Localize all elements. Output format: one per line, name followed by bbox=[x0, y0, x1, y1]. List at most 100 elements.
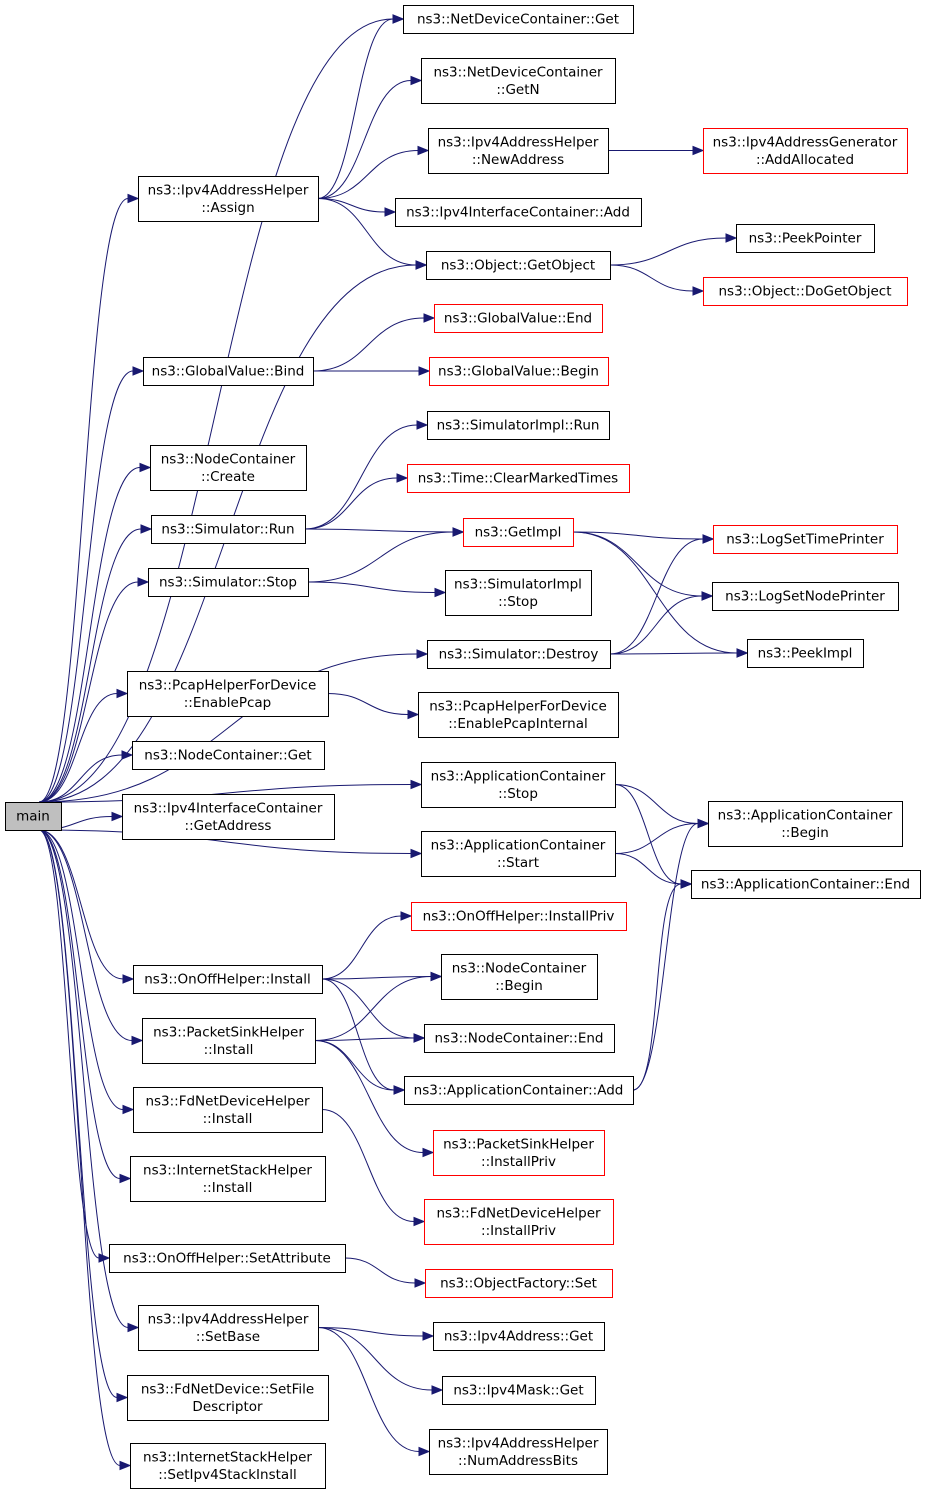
node-box bbox=[708, 801, 903, 847]
node-onoff-setattr[interactable]: ns3::OnOffHelper::SetAttribute bbox=[109, 1244, 346, 1273]
node-label: main bbox=[16, 809, 50, 825]
node-fdnd-install[interactable]: ns3::FdNetDeviceHelper::Install bbox=[133, 1087, 323, 1133]
node-gv-end[interactable]: ns3::GlobalValue::End bbox=[434, 304, 603, 333]
edge-line bbox=[321, 978, 415, 1039]
edge-arrowhead bbox=[701, 591, 714, 601]
node-gv-bind[interactable]: ns3::GlobalValue::Bind bbox=[143, 357, 314, 386]
node-label: ns3::ApplicationContainer::Add bbox=[414, 1083, 624, 1099]
node-gv-begin[interactable]: ns3::GlobalValue::Begin bbox=[429, 357, 609, 386]
node-nc-get[interactable]: ns3::NodeContainer::Get bbox=[132, 741, 325, 770]
node-label: ns3::NodeContainer::End bbox=[435, 1031, 604, 1047]
node-box bbox=[425, 1269, 613, 1298]
node-ndc-getn[interactable]: ns3::NetDeviceContainer::GetN bbox=[421, 58, 616, 104]
node-peekpointer[interactable]: ns3::PeekPointer bbox=[736, 224, 875, 253]
node-ipv4ic-getaddr[interactable]: ns3::Ipv4InterfaceContainer::GetAddress bbox=[122, 794, 335, 840]
node-box bbox=[122, 794, 335, 840]
node-ipv4h-newaddr[interactable]: ns3::Ipv4AddressHelper::NewAddress bbox=[428, 128, 609, 174]
node-logsetnode[interactable]: ns3::LogSetNodePrinter bbox=[712, 582, 899, 611]
edge-arrowhead bbox=[127, 193, 140, 204]
edge-fdnd-install-to-fdnd-installpriv bbox=[321, 1109, 426, 1227]
edge-line bbox=[304, 528, 454, 533]
node-sim-destroy[interactable]: ns3::Simulator::Destroy bbox=[427, 640, 611, 669]
node-logsettime[interactable]: ns3::LogSetTimePrinter bbox=[713, 525, 898, 554]
node-main[interactable]: main bbox=[5, 802, 62, 831]
node-ipv4h-assign[interactable]: ns3::Ipv4AddressHelper::Assign bbox=[138, 176, 319, 222]
edge-line bbox=[321, 976, 432, 980]
node-box bbox=[133, 1087, 323, 1133]
node-box bbox=[411, 902, 627, 931]
edge-onoff-install-to-ac-add bbox=[321, 978, 406, 1095]
edge-onoff-setattr-to-objfactory-set bbox=[344, 1257, 427, 1288]
node-sim-run[interactable]: ns3::Simulator::Run bbox=[151, 515, 306, 544]
node-time-clear[interactable]: ns3::Time::ClearMarkedTimes bbox=[407, 464, 630, 493]
edge-onoff-install-to-onoff-installpriv bbox=[321, 911, 413, 980]
node-box bbox=[127, 671, 329, 717]
node-onoff-install[interactable]: ns3::OnOffHelper::Install bbox=[133, 965, 323, 994]
node-pcap-internal[interactable]: ns3::PcapHelperForDevice::EnablePcapInte… bbox=[418, 692, 619, 738]
node-ac-end[interactable]: ns3::ApplicationContainer::End bbox=[691, 870, 921, 899]
node-label: ns3::Object::GetObject bbox=[441, 258, 595, 274]
edge-gv-bind-to-gv-begin bbox=[312, 366, 431, 376]
edge-arrowhead bbox=[127, 1322, 140, 1333]
node-ndc-get[interactable]: ns3::NetDeviceContainer::Get bbox=[403, 5, 634, 34]
node-ipv4ic-add[interactable]: ns3::Ipv4InterfaceContainer::Add bbox=[395, 198, 642, 227]
node-box bbox=[403, 5, 634, 34]
node-box bbox=[421, 58, 616, 104]
edge-arrowhead bbox=[430, 971, 443, 982]
edge-onoff-install-to-nc-end bbox=[321, 978, 426, 1043]
edge-arrowhead bbox=[119, 1460, 132, 1471]
node-ipv4h-setbase[interactable]: ns3::Ipv4AddressHelper::SetBase bbox=[138, 1305, 319, 1351]
node-box bbox=[150, 445, 307, 491]
node-ac-begin[interactable]: ns3::ApplicationContainer::Begin bbox=[708, 801, 903, 847]
node-label: ns3::ApplicationContainer bbox=[431, 837, 606, 853]
node-label: ns3::PcapHelperForDevice bbox=[429, 698, 607, 714]
node-psh-installpriv[interactable]: ns3::PacketSinkHelper::InstallPriv bbox=[433, 1130, 605, 1176]
node-objfactory-set[interactable]: ns3::ObjectFactory::Set bbox=[425, 1269, 613, 1298]
node-nc-create[interactable]: ns3::NodeContainer::Create bbox=[150, 445, 307, 491]
node-ipv4mask-get[interactable]: ns3::Ipv4Mask::Get bbox=[442, 1376, 596, 1405]
node-nc-end[interactable]: ns3::NodeContainer::End bbox=[424, 1024, 615, 1053]
node-label: ns3::Ipv4InterfaceContainer::Add bbox=[406, 205, 630, 221]
node-simimpl-stop[interactable]: ns3::SimulatorImpl::Stop bbox=[445, 570, 592, 616]
node-onoff-installpriv[interactable]: ns3::OnOffHelper::InstallPriv bbox=[411, 902, 627, 931]
node-ac-add[interactable]: ns3::ApplicationContainer::Add bbox=[404, 1076, 634, 1105]
node-pcap-enable[interactable]: ns3::PcapHelperForDevice::EnablePcap bbox=[127, 671, 329, 717]
node-ac-start[interactable]: ns3::ApplicationContainer::Start bbox=[421, 831, 616, 877]
edge-line bbox=[38, 829, 124, 1110]
node-sim-stop[interactable]: ns3::Simulator::Stop bbox=[148, 568, 309, 597]
edge-line bbox=[38, 829, 121, 1466]
node-obj-getobject[interactable]: ns3::Object::GetObject bbox=[426, 251, 611, 280]
node-ipv4h-numbits[interactable]: ns3::Ipv4AddressHelper::NumAddressBits bbox=[429, 1429, 608, 1475]
node-ac-stop[interactable]: ns3::ApplicationContainer::Stop bbox=[421, 762, 616, 808]
edge-line bbox=[317, 80, 412, 199]
node-box bbox=[407, 464, 630, 493]
node-psh-install[interactable]: ns3::PacketSinkHelper::Install bbox=[142, 1018, 316, 1064]
node-ipv4gen-addalloc[interactable]: ns3::Ipv4AddressGenerator::AddAllocated bbox=[703, 128, 908, 174]
node-ipv4addr-get[interactable]: ns3::Ipv4Address::Get bbox=[433, 1322, 605, 1351]
node-label: ns3::InternetStackHelper bbox=[143, 1449, 312, 1465]
edge-line bbox=[317, 18, 394, 199]
edge-line bbox=[38, 528, 142, 803]
edge-arrowhead bbox=[413, 1033, 426, 1043]
node-label: ns3::Ipv4Address::Get bbox=[444, 1329, 593, 1345]
node-obj-dogetobject[interactable]: ns3::Object::DoGetObject bbox=[703, 277, 908, 306]
node-label: ns3::OnOffHelper::InstallPriv bbox=[423, 909, 615, 925]
node-simimpl-run[interactable]: ns3::SimulatorImpl::Run bbox=[427, 411, 610, 440]
edge-sim-destroy-to-peekimpl bbox=[609, 648, 749, 658]
edge-arrowhead bbox=[434, 587, 447, 598]
edge-ac-add-to-ac-end bbox=[632, 879, 693, 1091]
node-getimpl[interactable]: ns3::GetImpl bbox=[463, 518, 574, 547]
node-peekimpl[interactable]: ns3::PeekImpl bbox=[747, 639, 864, 668]
edge-ipv4h-newaddr-to-ipv4gen-addalloc bbox=[607, 145, 705, 156]
node-ish-setipv4[interactable]: ns3::InternetStackHelper::SetIpv4StackIn… bbox=[130, 1443, 326, 1489]
edge-line bbox=[317, 150, 419, 199]
node-label: ns3::LogSetNodePrinter bbox=[725, 589, 885, 605]
edge-line bbox=[38, 198, 129, 803]
node-nc-begin[interactable]: ns3::NodeContainer::Begin bbox=[441, 954, 598, 1000]
node-fdnd-installpriv[interactable]: ns3::FdNetDeviceHelper::InstallPriv bbox=[424, 1199, 614, 1245]
node-label: ::EnablePcap bbox=[184, 695, 272, 711]
node-label: ns3::PeekPointer bbox=[749, 231, 862, 247]
node-label: ns3::Ipv4Mask::Get bbox=[453, 1383, 583, 1399]
node-ish-install[interactable]: ns3::InternetStackHelper::Install bbox=[130, 1156, 326, 1202]
